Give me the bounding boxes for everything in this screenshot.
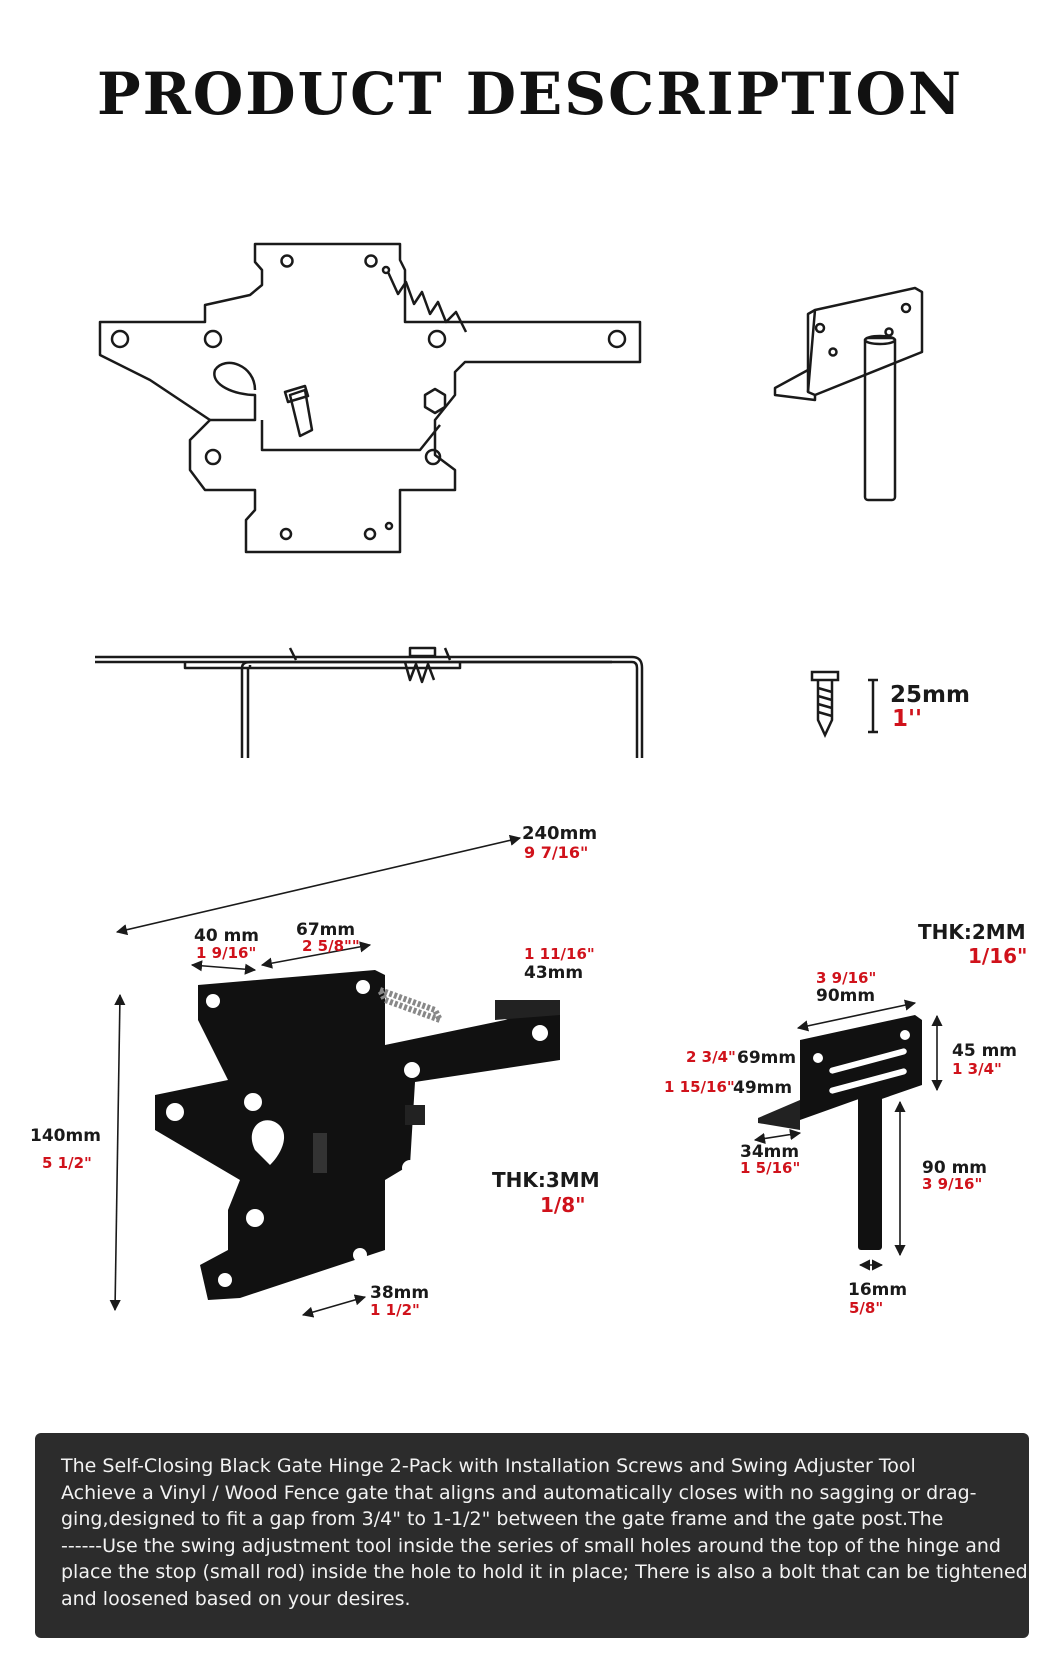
- latch-outline-drawing: [98, 242, 642, 554]
- post-bracket-product-photo: [758, 1015, 922, 1250]
- width-40-mm-label: 40 mm: [194, 926, 259, 946]
- rod-length-mm-label: 90 mm: [922, 1158, 987, 1178]
- height-49-in-label: 1 15/16": [664, 1078, 735, 1096]
- height-45-mm-label: 45 mm: [952, 1041, 1017, 1061]
- description-line: and loosened based on your desires.: [61, 1587, 411, 1610]
- height-45-in-label: 1 3/4": [952, 1060, 1002, 1078]
- height-49-mm-label: 49mm: [733, 1078, 792, 1098]
- post-thickness-in-label: 1/16": [968, 944, 1027, 968]
- post-bracket-dimension-lines: [753, 999, 943, 1271]
- height-140-mm-label: 140mm: [30, 1126, 101, 1146]
- screw-drawing: [810, 670, 878, 738]
- rod-diameter-in-label: 5/8": [849, 1299, 883, 1317]
- width-43-in-label: 1 11/16": [524, 945, 595, 963]
- description-line: ------Use the swing adjustment tool insi…: [61, 1534, 1001, 1557]
- post-bracket-outline-drawing: [773, 286, 924, 502]
- height-69-mm-label: 69mm: [737, 1048, 796, 1068]
- description-line: The Self-Closing Black Gate Hinge 2-Pack…: [61, 1455, 916, 1477]
- screw-length-in-label: 1'': [892, 706, 922, 732]
- latch-thickness-mm-label: THK:3MM: [492, 1168, 600, 1192]
- latch-thickness-in-label: 1/8": [540, 1193, 586, 1217]
- description-line: place the stop (small rod) inside the ho…: [61, 1561, 1028, 1583]
- description-panel: The Self-Closing Black Gate Hinge 2-Pack…: [35, 1433, 1029, 1638]
- width-38-in-label: 1 1/2": [370, 1301, 420, 1319]
- width-90-mm-label: 90mm: [816, 986, 875, 1006]
- latch-side-outline-drawing: [95, 646, 644, 758]
- rod-length-in-label: 3 9/16": [922, 1175, 982, 1193]
- screw-length-mm-label: 25mm: [890, 682, 970, 708]
- height-140-in-label: 5 1/2": [42, 1154, 92, 1172]
- width-38-mm-label: 38mm: [370, 1283, 429, 1303]
- width-34-mm-label: 34mm: [740, 1142, 799, 1162]
- width-67-mm-label: 67mm: [296, 920, 355, 940]
- description-line: ging,designed to fit a gap from 3/4" to …: [61, 1508, 944, 1530]
- height-69-in-label: 2 3/4": [686, 1048, 736, 1066]
- width-67-in-label: 2 5/8"": [302, 937, 360, 955]
- post-thickness-mm-label: THK:2MM: [918, 920, 1026, 944]
- description-line: Achieve a Vinyl / Wood Fence gate that a…: [61, 1481, 977, 1504]
- width-90-in-label: 3 9/16": [816, 969, 876, 987]
- width-43-mm-label: 43mm: [524, 963, 583, 983]
- latch-dimension-lines: [109, 834, 522, 1318]
- rod-diameter-mm-label: 16mm: [848, 1280, 907, 1300]
- page-title: PRODUCT DESCRIPTION: [96, 60, 964, 128]
- total-length-in-label: 9 7/16": [524, 843, 588, 862]
- width-40-in-label: 1 9/16": [196, 944, 256, 962]
- total-length-mm-label: 240mm: [522, 823, 597, 844]
- width-34-in-label: 1 5/16": [740, 1159, 800, 1177]
- latch-product-photo: [155, 970, 560, 1300]
